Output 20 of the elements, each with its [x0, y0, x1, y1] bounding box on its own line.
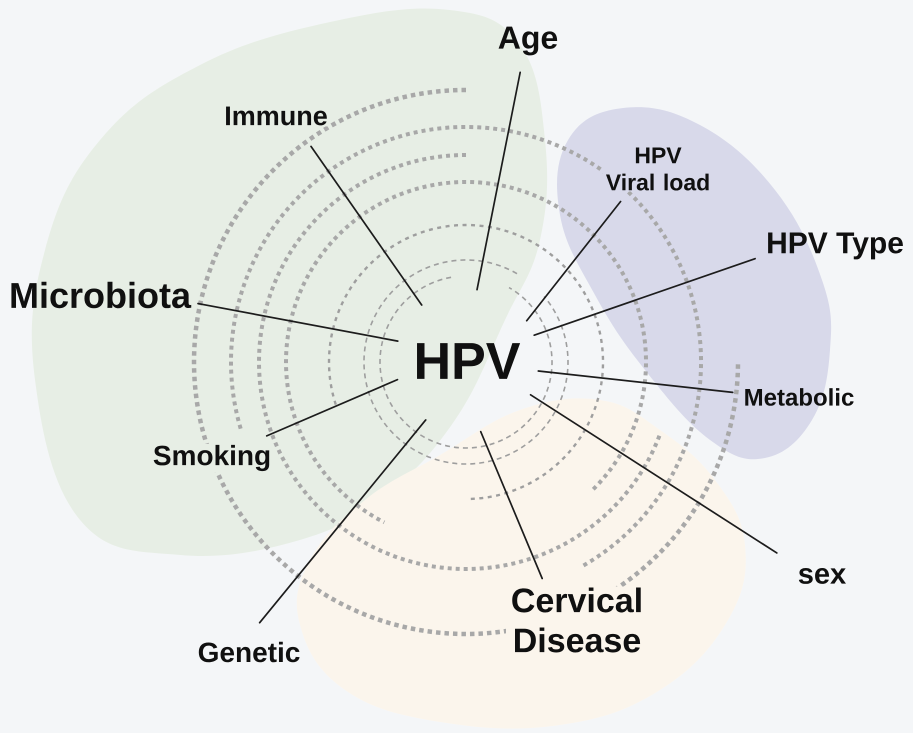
factor-label: Immune: [223, 106, 329, 126]
factor-label: HPV Viral load: [603, 146, 713, 192]
factor-label: Smoking: [152, 444, 272, 472]
factor-label: Metabolic: [745, 388, 854, 406]
factor-label: Microbiota: [11, 282, 192, 308]
connector-line: [310, 146, 423, 306]
factor-label: Genetic: [198, 642, 300, 662]
connector-line: [530, 394, 778, 554]
connector-line: [526, 200, 622, 322]
connector-line: [197, 302, 399, 342]
connector-line: [537, 370, 734, 394]
factor-label: Cervical Disease: [506, 586, 648, 654]
connector-line: [533, 258, 756, 336]
factor-label: sex: [798, 568, 846, 584]
factor-label: HPV Type: [768, 232, 903, 260]
connector-line: [258, 419, 427, 624]
connector-line: [476, 72, 522, 291]
connector-line: [266, 378, 398, 437]
factor-label: Age: [498, 26, 558, 56]
connector-line: [480, 430, 544, 580]
